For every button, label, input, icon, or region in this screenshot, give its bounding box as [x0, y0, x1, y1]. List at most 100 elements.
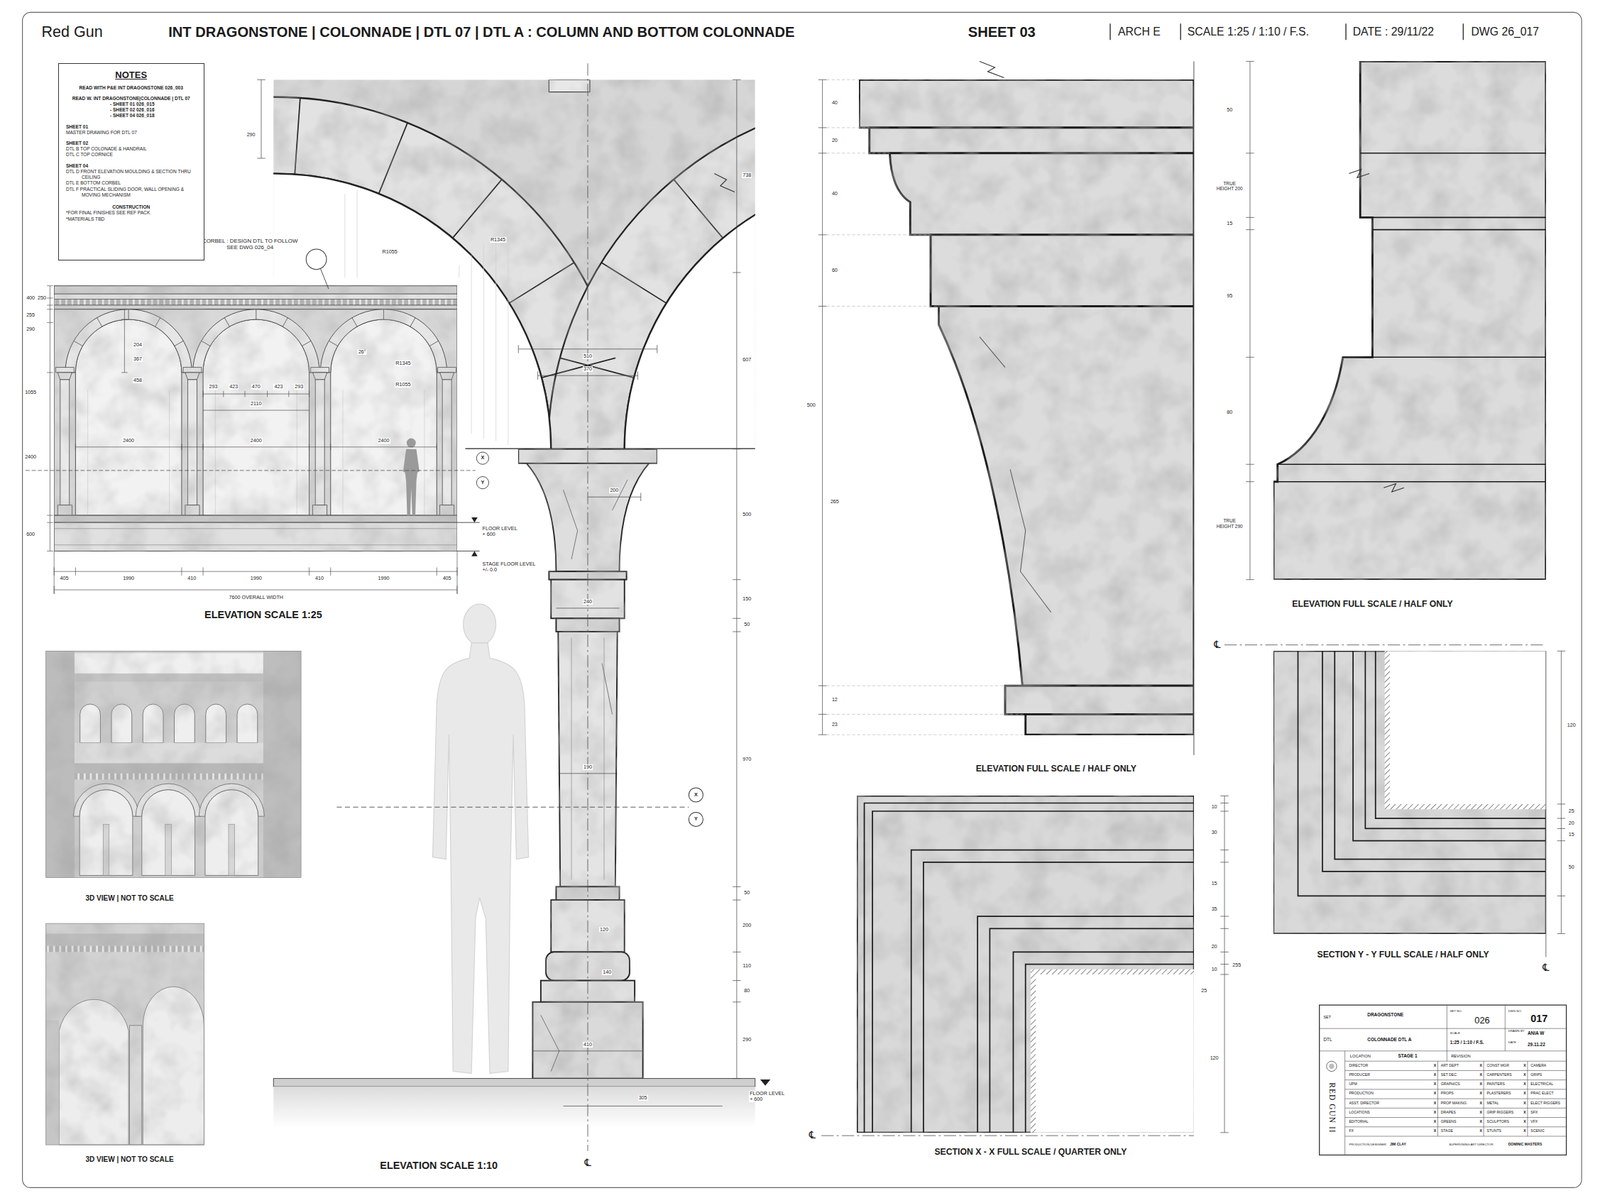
check-mark: X [1479, 1082, 1482, 1087]
elevation-1-25 [46, 286, 54, 552]
elevation-1-25 [65, 309, 192, 516]
3d-view [46, 650, 301, 878]
dimension-lines [732, 79, 742, 1079]
view-title: ELEVATION FULL SCALE / HALF ONLY [1291, 600, 1454, 610]
note-line: SHEET 01 [66, 124, 197, 130]
notes-box: NOTESREAD WITH P&E INT DRAGONSTONE 026_0… [58, 63, 205, 260]
moulding-elevation [1273, 61, 1547, 580]
dimension-label: 405 [59, 575, 70, 582]
dimension-lines [518, 344, 723, 1106]
dimension-label: 50 [1568, 864, 1576, 871]
department-cell: DRAPES [1440, 1110, 1456, 1116]
check-mark: X [1433, 1101, 1437, 1106]
elevation-1-10 [688, 812, 703, 827]
dimension-label: 500 [741, 511, 752, 518]
check-mark: X [1433, 1110, 1437, 1116]
3d-view [135, 783, 201, 876]
dimension-label: 3D VIEW | NOT TO SCALE [84, 895, 174, 903]
3d-view [74, 773, 264, 781]
dimension-label: 15 [1211, 880, 1219, 887]
dimension-label: X [480, 455, 486, 461]
dimension-label: TRUE HEIGHT 200 [1213, 181, 1246, 191]
title-block-field: DWG NO. [1508, 1009, 1522, 1013]
dimension-label: 10 [1211, 804, 1219, 810]
3d-view [46, 650, 301, 878]
dimension-label: 255 [1231, 962, 1242, 969]
dimension-lines [256, 79, 741, 1106]
dimension-label: 2400 [122, 437, 135, 444]
3d-view [111, 704, 133, 744]
cornice-elevation [858, 79, 1194, 735]
3d-view [174, 704, 196, 744]
department-cell: SET DEC [1440, 1073, 1457, 1078]
3d-view [46, 650, 301, 878]
title-block-field: DOMINIC MASTERS [1508, 1142, 1543, 1148]
header-field: Red Gun [41, 23, 104, 41]
dimension-label: 80 [743, 988, 751, 994]
title-block-field: 29.11.22 [1527, 1042, 1546, 1048]
department-cell: PLASTERERS [1486, 1091, 1511, 1097]
department-cell: GRIP RIGGERS [1486, 1110, 1514, 1116]
elevation-1-25 [203, 391, 310, 411]
elevation-1-25 [320, 309, 447, 516]
view-title: ELEVATION FULL SCALE / HALF ONLY [975, 764, 1138, 774]
cornice-elevation [858, 79, 1194, 128]
title-block-field: DTL [1323, 1037, 1332, 1043]
dimension-label: 2400 [24, 454, 37, 460]
cornice-elevation [979, 337, 1052, 613]
dimension-label: 367 [132, 356, 143, 363]
section-y-y [1298, 650, 1547, 896]
dimension-label: 500 [806, 402, 817, 409]
department-cell: GRIPS [1530, 1073, 1542, 1078]
view-title: ELEVATION SCALE 1:25 [203, 609, 323, 622]
dimension-label: 26° [357, 349, 367, 355]
dimension-lines [256, 79, 266, 159]
elevation-1-25 [476, 452, 489, 465]
elevation-1-10 [336, 807, 689, 808]
dimension-label: 95 [1225, 293, 1234, 299]
check-mark: X [1479, 1073, 1482, 1078]
elevation-1-25 [53, 305, 458, 310]
title-block-field: ANIA W [1527, 1031, 1544, 1037]
department-cell: CONST MGR [1486, 1064, 1509, 1069]
centerline-symbol: ℄ [583, 1157, 592, 1170]
check-mark: X [1479, 1101, 1482, 1106]
elevation-1-25 [46, 277, 465, 558]
3d-view [237, 704, 258, 744]
check-mark: X [1523, 1082, 1526, 1087]
note-line: READ W. INT DRAGONSTONE|COLONNADE | DTL … [66, 95, 197, 102]
dimension-label: 10 [1211, 966, 1219, 973]
check-mark: X [1523, 1129, 1526, 1134]
dimension-label: 410 [314, 575, 325, 582]
department-cell: STUNTS [1486, 1129, 1502, 1134]
elevation-1-25 [121, 309, 128, 373]
dimension-label: R1345 [489, 237, 507, 243]
dimension-label: 25 [1568, 808, 1576, 815]
elevation-1-25 [476, 477, 489, 490]
dimension-label: 23 [831, 721, 839, 728]
section-y-y [1557, 650, 1566, 934]
dimension-label: 405 [442, 575, 453, 582]
elevation-1-25 [471, 517, 478, 557]
title-block-field: REVISION [1450, 1054, 1471, 1059]
dimension-label: FLOOR LEVEL + 600 [748, 1091, 790, 1103]
department-cell: ART DEPT [1440, 1064, 1459, 1069]
note-line: SHEET 04 [66, 163, 197, 169]
dimension-label: 120 [1209, 1055, 1220, 1062]
moulding-elevation [1245, 61, 1547, 580]
department-cell: FX [1348, 1129, 1354, 1134]
3d-view [198, 783, 265, 876]
check-mark: X [1523, 1120, 1526, 1125]
dimension-label: 250 [36, 295, 47, 301]
dimension-label: 265 [829, 499, 840, 505]
3d-view [129, 1025, 142, 1145]
dimension-label: CORBEL : DESIGN DTL TO FOLLOW SEE DWG 02… [198, 238, 302, 251]
title-block-field: SET [1323, 1015, 1331, 1020]
dimension-label: 15 [1568, 831, 1576, 838]
elevation-1-25 [403, 438, 420, 517]
title-block-frame [1326, 1061, 1337, 1072]
check-mark: X [1479, 1129, 1482, 1134]
3d-view [46, 923, 205, 1145]
title-block-field: 026 [1474, 1015, 1490, 1026]
department-cell: METAL [1486, 1101, 1499, 1106]
